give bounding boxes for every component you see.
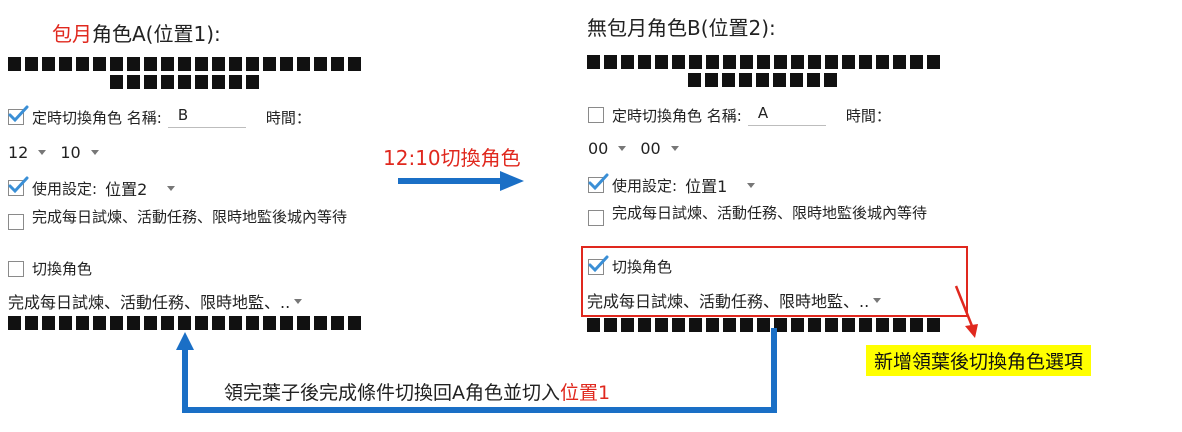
right-timer-row: 定時切換角色 名稱: A 時間： [588,104,891,126]
right-hour-select[interactable]: 00 [588,139,627,158]
new-option-highlight [581,246,968,317]
left-timer-checkbox[interactable] [8,105,29,125]
left-minute-select[interactable]: 10 [60,143,99,162]
right-timer-checkbox[interactable] [588,107,604,123]
right-arrow-icon [398,171,524,191]
right-minute-select[interactable]: 00 [640,139,679,158]
right-time-row: 00 00 [588,139,693,158]
redacted-bar [587,318,943,332]
redacted-bar [8,57,364,71]
right-time-label: 時間： [845,106,891,125]
left-daily-row: 完成每日試煉、活動任務、限時地監後城內等待 [8,209,372,230]
right-switch-checkbox[interactable] [588,255,609,275]
chevron-down-icon [873,297,882,303]
right-condition-select[interactable]: 完成每日試煉、活動任務、限時地監、.. [587,288,882,312]
left-timer-label: 定時切換角色 名稱: [32,108,162,127]
left-switch-checkbox[interactable] [8,260,24,277]
return-annotation: 領完葉子後完成條件切換回A角色並切入位置1 [224,378,610,405]
left-use-setting-label: 使用設定: [32,179,98,198]
left-use-setting-checkbox[interactable] [8,176,29,196]
left-minute-value: 10 [60,143,81,162]
return-annotation-prefix: 領完葉子後完成條件切換回A角色並切入 [224,382,560,404]
left-time-label: 時間： [265,108,311,127]
left-switch-row: 切換角色 [8,258,92,279]
left-hour-select[interactable]: 12 [8,143,47,162]
right-switch-label: 切換角色 [612,258,673,276]
left-timer-row: 定時切換角色 名稱: B 時間： [8,105,311,128]
chevron-down-icon [38,150,47,155]
return-annotation-suffix: 位置1 [560,382,611,404]
chevron-down-icon [90,150,99,155]
right-use-setting-label: 使用設定: [612,176,678,195]
new-option-callout: 新增領葉後切換角色選項 [866,345,1092,376]
right-minute-value: 00 [640,139,661,158]
redacted-bar [587,55,943,69]
left-daily-label: 完成每日試煉、活動任務、限時地監後城內等待 [32,208,348,226]
chevron-down-icon [618,146,627,151]
redacted-bar [110,75,262,89]
right-daily-checkbox[interactable] [588,210,604,226]
pointer-arrow-icon [954,285,978,338]
left-use-setting-row: 使用設定: 位置2 [8,176,189,200]
left-condition-select[interactable]: 完成每日試煉、活動任務、限時地監、.. [8,289,303,313]
left-title-prefix: 包月 [52,22,92,46]
return-loop-arrow-icon [176,328,777,413]
check-icon [588,255,609,272]
left-hour-value: 12 [8,143,29,162]
check-icon [8,105,29,123]
left-time-row: 12 10 [8,143,113,162]
chevron-down-icon [167,185,176,191]
left-title-suffix: 角色A(位置1): [92,22,221,46]
left-condition-value: 完成每日試煉、活動任務、限時地監、.. [8,293,291,312]
right-hour-value: 00 [588,139,609,158]
chevron-down-icon [747,182,756,188]
left-use-setting-value: 位置2 [105,180,148,199]
redacted-bar [8,316,364,330]
left-daily-checkbox[interactable] [8,214,24,230]
right-condition-value: 完成每日試煉、活動任務、限時地監、.. [587,292,870,311]
chevron-down-icon [670,146,679,151]
right-use-setting-select[interactable]: 位置1 [685,173,756,197]
right-use-setting-checkbox[interactable] [588,173,609,193]
left-switch-label: 切換角色 [32,260,93,278]
left-name-input[interactable]: B [167,106,246,128]
check-icon [588,173,609,191]
switch-time-annotation: 12:10切換角色 [383,146,521,170]
redacted-bar [688,73,840,87]
right-switch-row: 切換角色 [588,255,673,277]
left-use-setting-select[interactable]: 位置2 [105,176,176,200]
right-name-input[interactable]: A [747,104,826,126]
right-panel-title: 無包月角色B(位置2): [587,16,776,40]
right-daily-label: 完成每日試煉、活動任務、限時地監後城內等待 [612,204,928,222]
right-use-setting-value: 位置1 [685,177,728,196]
left-panel-title: 包月角色A(位置1): [52,18,221,47]
right-daily-row: 完成每日試煉、活動任務、限時地監後城內等待 [588,205,952,226]
right-timer-label: 定時切換角色 名稱: [612,106,742,125]
chevron-down-icon [294,298,303,304]
right-use-setting-row: 使用設定: 位置1 [588,173,769,197]
check-icon [8,176,29,194]
